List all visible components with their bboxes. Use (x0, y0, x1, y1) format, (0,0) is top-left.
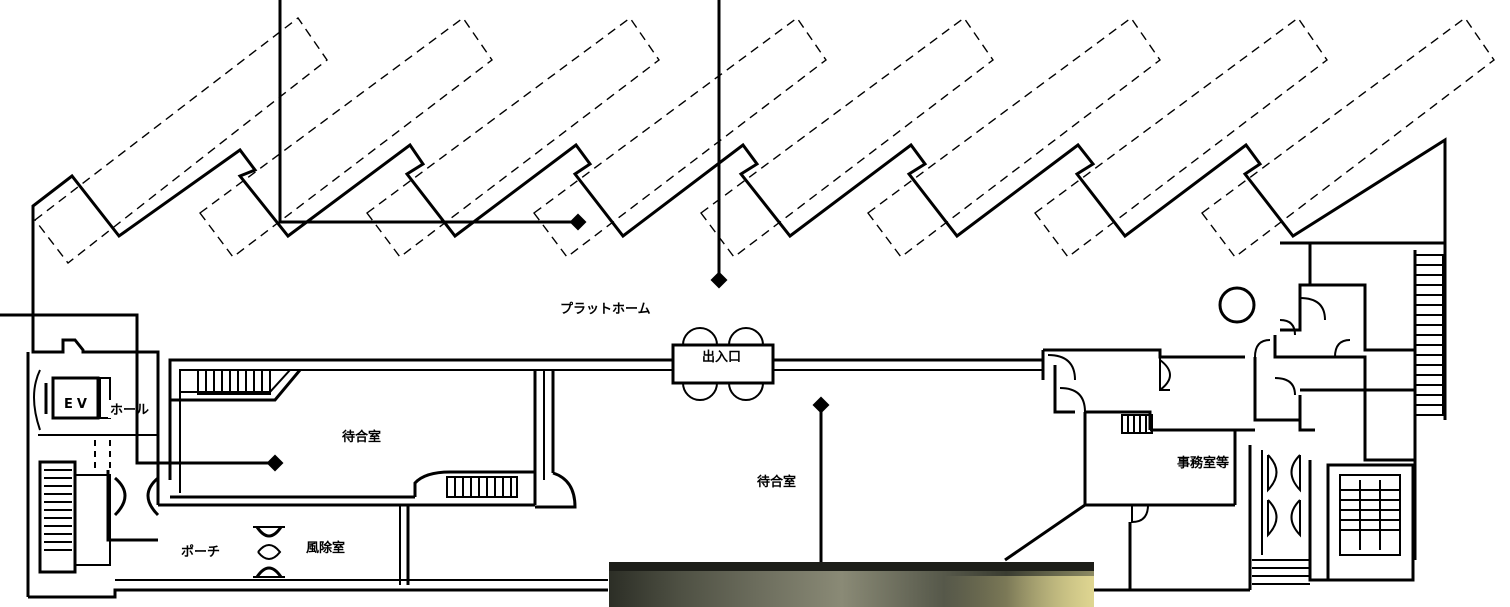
bus-bay (366, 17, 660, 258)
label-hall: ホール (110, 403, 149, 418)
label-porch: ポーチ (181, 544, 220, 560)
bus-bay (700, 17, 994, 258)
office-block (1004, 243, 1444, 592)
label-ev: EV (64, 397, 91, 412)
windbreak-door (253, 526, 285, 578)
bus-bay (34, 16, 328, 264)
interior-walls (158, 369, 577, 585)
photo-lighting (944, 576, 1094, 607)
bus-bay (199, 17, 493, 258)
bus-bays (34, 16, 1495, 264)
bus-bay (1201, 17, 1495, 258)
leader-line-waiting (0, 313, 275, 465)
entrance-doors (671, 327, 775, 401)
leader-marker (266, 454, 284, 472)
bus-bay (1034, 17, 1328, 258)
label-windbreak-room: 風除室 (306, 540, 345, 556)
bus-bay (867, 17, 1161, 258)
photo-ceiling (609, 562, 1094, 571)
label-waiting-room-2: 待合室 (756, 474, 796, 490)
bus-bay (533, 17, 827, 258)
leader-marker (569, 213, 587, 231)
leader-line-bays (278, 0, 578, 224)
label-waiting-room: 待合室 (341, 429, 381, 445)
bottom-wall (28, 588, 608, 599)
platform-outer-wall (31, 137, 1447, 420)
label-platform: プラットホーム (560, 302, 651, 317)
platform-front-wall (168, 348, 1245, 493)
label-hall-bg (108, 400, 153, 418)
station-photo (609, 562, 1094, 607)
leader-lines (0, 0, 830, 562)
leader-marker (812, 396, 830, 414)
label-exit: 出入口 (702, 349, 741, 365)
label-office: 事務室等 (1177, 455, 1229, 471)
leader-marker (710, 271, 728, 289)
